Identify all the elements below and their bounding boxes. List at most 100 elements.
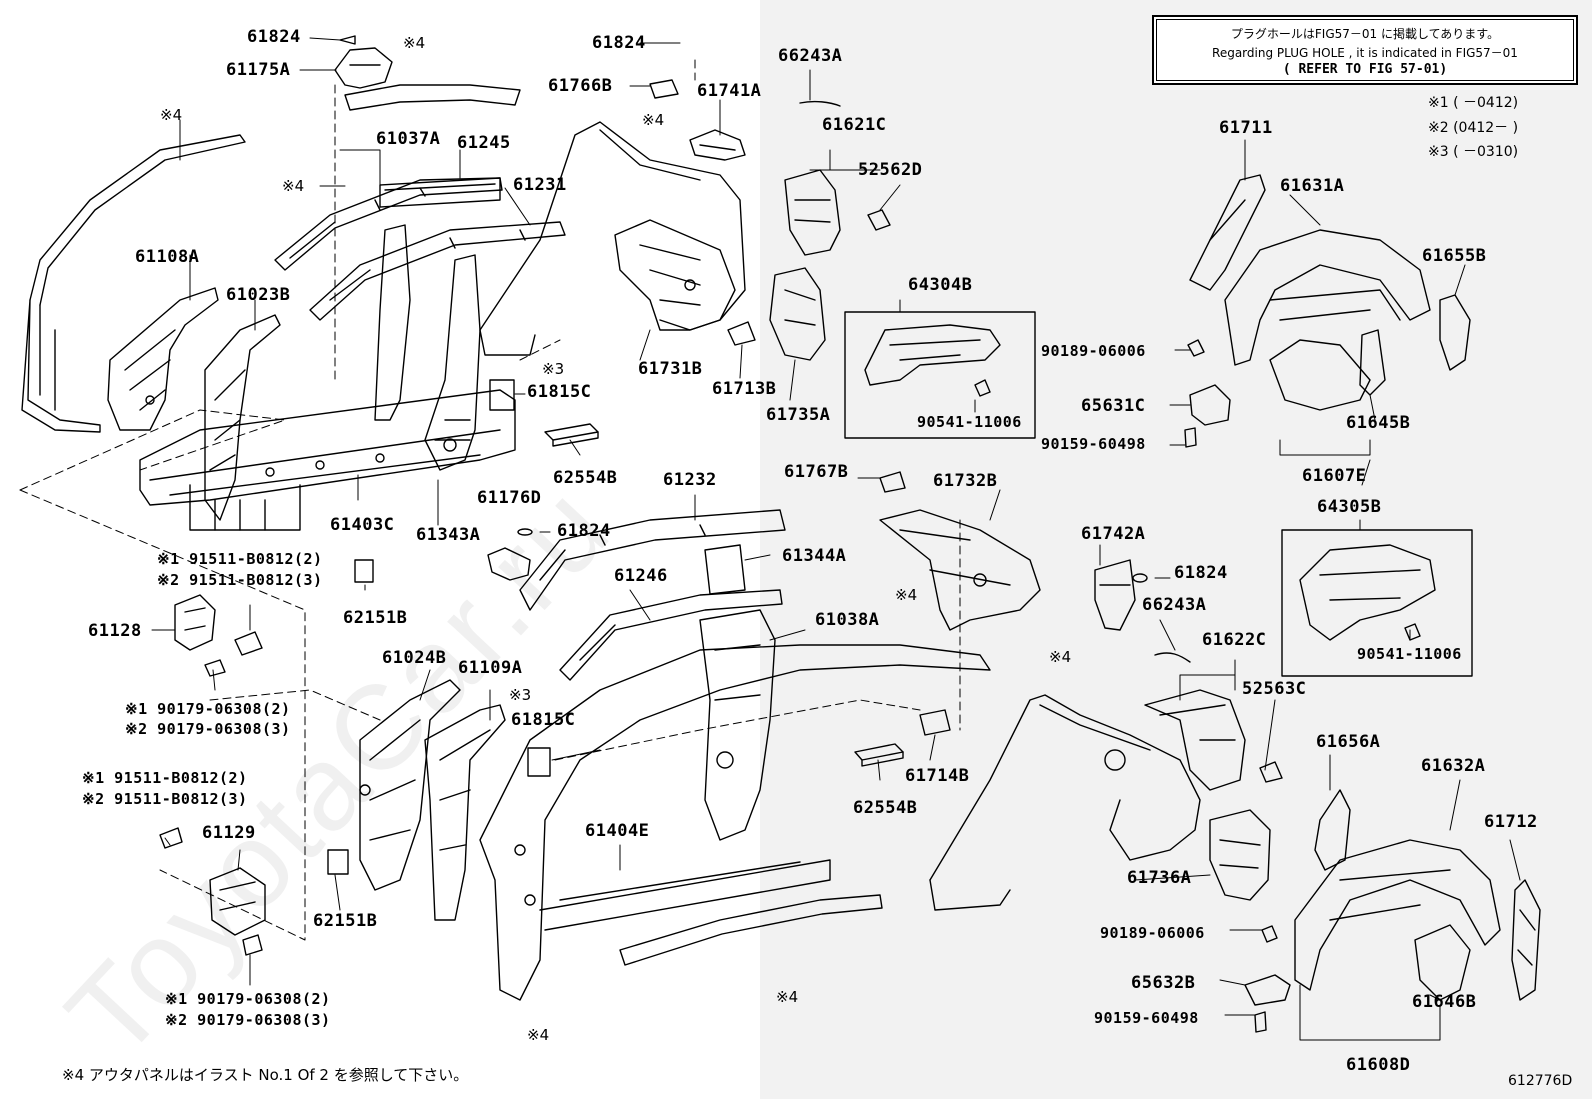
wheelhouse-outer-61632A [1294, 789, 1541, 1001]
wheelhouse-upper-61621C [784, 169, 891, 256]
part-number-label: ※1 90179-06308(2) [125, 700, 291, 718]
roof-outer-upper [344, 84, 521, 111]
part-number-label: 62554B [553, 468, 618, 488]
part-number-label: 61344A [782, 546, 847, 566]
part-number-label: 66243A [778, 46, 843, 66]
part-number-label: 62151B [343, 608, 408, 628]
part-number-label: 65632B [1131, 973, 1196, 993]
mark-4: ※4 [1049, 648, 1072, 666]
part-number-label: 61232 [663, 470, 717, 490]
mark-4: ※4 [642, 111, 665, 129]
bracket-61742A [1094, 559, 1148, 631]
hinge-61129 [159, 827, 266, 956]
part-number-label: 61731B [638, 359, 703, 379]
part-number-label: 61607E [1302, 466, 1367, 486]
bracket-61714B [919, 709, 951, 736]
part-number-label: 61824 [1174, 563, 1228, 583]
part-number-label: ※1 91511-B0812(2) [82, 769, 248, 787]
mark-4: ※4 [776, 988, 799, 1006]
header-61245 [379, 177, 501, 208]
seal-66243A [799, 100, 1191, 663]
part-number-label: 61343A [416, 525, 481, 545]
part-number-label: 61767B [784, 462, 849, 482]
reference-note-refer: ( REFER TO FIG 57-01) [1282, 62, 1448, 77]
part-number-label: 61621C [822, 115, 887, 135]
rear-quarter-outer-lower [929, 694, 1201, 911]
part-number-label: ※2 90179-06308(3) [125, 720, 291, 738]
part-number-label: 64305B [1317, 497, 1382, 517]
part-number-label: 66243A [1142, 595, 1207, 615]
part-number-label: 61735A [766, 405, 831, 425]
part-number-label: 90159-60498 [1094, 1009, 1199, 1027]
part-number-label: 61231 [513, 175, 567, 195]
part-number-label: 61824 [557, 521, 611, 541]
part-number-label: 61245 [457, 133, 511, 153]
wheelhouse-lower-61736A [1209, 809, 1271, 901]
roof-rails-lower [519, 509, 786, 681]
blocks-62151B [327, 559, 374, 875]
wheelhouse-outer-61631A [1189, 174, 1471, 411]
part-number-label: 61404E [585, 821, 650, 841]
outer-roof-rail-left [21, 134, 246, 433]
legend-code-1: ※1 ( －0412) [1428, 95, 1519, 111]
part-number-label: 61128 [88, 621, 142, 641]
part-number-label: 61824 [247, 27, 301, 47]
part-number-label: 61711 [1219, 118, 1273, 138]
part-number-label: ※2 91511-B0812(3) [82, 790, 248, 808]
part-number-label: 61024B [382, 648, 447, 668]
rocker-inner-61403C [139, 389, 516, 531]
reference-note-english: Regarding PLUG HOLE , it is indicated in… [1212, 46, 1518, 60]
bracket-61176D [487, 528, 533, 581]
part-number-label: 61646B [1412, 992, 1477, 1012]
part-number-label: 90189-06006 [1041, 342, 1146, 360]
small-brackets-upper [649, 79, 746, 161]
part-number-label: 61732B [933, 471, 998, 491]
part-number-label: ※2 90179-06308(3) [165, 1011, 331, 1029]
part-number-label: 61824 [592, 33, 646, 53]
mark-4: ※4 [403, 34, 426, 52]
part-number-label: 61714B [905, 766, 970, 786]
diagram-code: 612776D [1508, 1073, 1573, 1089]
mark-3: ※3 [542, 360, 565, 378]
dashed-assembly-lines [19, 59, 961, 941]
part-number-label: 61023B [226, 285, 291, 305]
footer-note: ※4 アウタパネルはイラスト No.1 Of 2 を参照して下さい。 [62, 1066, 469, 1084]
part-number-label: 61109A [458, 658, 523, 678]
part-number-label: ※1 90179-06308(2) [165, 990, 331, 1008]
bracket-61344A [704, 544, 746, 595]
wheelhouse-lower-61622C [1144, 689, 1283, 791]
part-number-label: 61736A [1127, 868, 1192, 888]
reference-note-japanese: プラグホールはFIG57－01 に掲載してあります。 [1230, 27, 1500, 41]
center-pillar-lower [699, 609, 776, 841]
part-number-label: 61175A [226, 60, 291, 80]
part-number-label: 61656A [1316, 732, 1381, 752]
part-number-label: 61037A [376, 129, 441, 149]
part-number-label: 64304B [908, 275, 973, 295]
part-number-label: 65631C [1081, 396, 1146, 416]
legend-code-2: ※2 (0412－ ) [1428, 120, 1519, 136]
part-number-label: 61655B [1422, 246, 1487, 266]
part-number-label: 61632A [1421, 756, 1486, 776]
part-number-label: 61713B [712, 379, 777, 399]
part-number-label: 61176D [477, 488, 542, 508]
part-number-label: ※1 91511-B0812(2) [157, 550, 323, 568]
rocker-outer-lower [619, 894, 883, 966]
part-number-label: 61608D [1346, 1055, 1411, 1075]
roof-side-rail-61037A [274, 177, 503, 271]
frame-64304B [844, 311, 1036, 439]
roof-side-rail-61231 [309, 221, 566, 321]
mark-3: ※3 [509, 686, 532, 704]
body-side-inner-61404E [479, 644, 991, 1001]
reference-note-box: プラグホールはFIG57－01 に掲載してあります。 Regarding PLU… [1152, 15, 1578, 85]
center-pillar-inner [374, 224, 481, 471]
part-number-label: 61815C [511, 710, 576, 730]
top-bracket-61175A [334, 35, 393, 89]
part-number-label: 90541-11006 [917, 413, 1022, 431]
part-number-label: 61766B [548, 76, 613, 96]
mark-4: ※4 [282, 177, 305, 195]
part-number-label: 61108A [135, 247, 200, 267]
part-number-label: 61631A [1280, 176, 1345, 196]
part-number-label: 61129 [202, 823, 256, 843]
